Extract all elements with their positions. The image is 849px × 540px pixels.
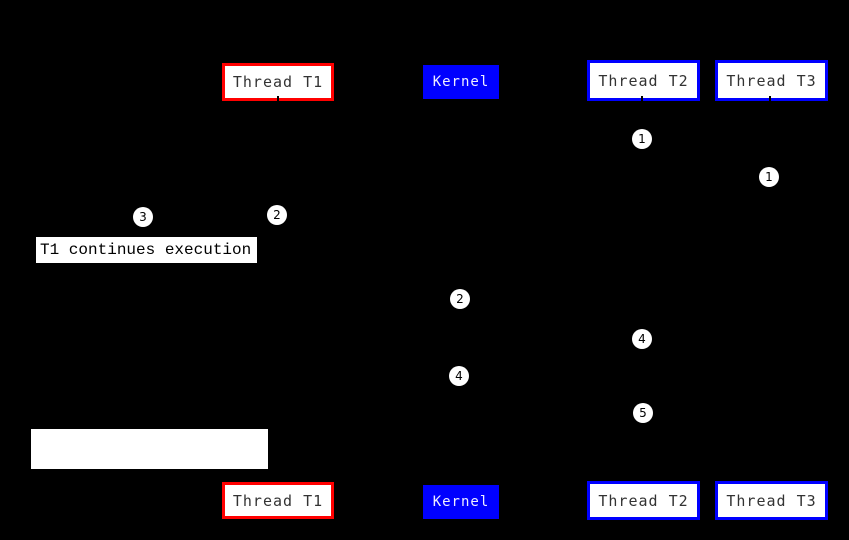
event-marker-4-kernel: 4 [449,366,469,386]
thread-t3-label-top: Thread T3 [726,71,817,90]
blank-label-box [31,429,268,469]
thread-t2-box-bottom: Thread T2 [587,481,700,520]
event-marker-3: 3 [133,207,153,227]
thread-t2-label-bottom: Thread T2 [598,491,689,510]
lifeline-notch-t2-top [641,96,643,104]
event-marker-label: 1 [765,170,773,184]
event-marker-4-t2: 4 [632,329,652,349]
event-marker-2-kernel: 2 [450,289,470,309]
lifeline-notch-t3-top [769,96,771,104]
thread-t3-box-bottom: Thread T3 [715,481,828,520]
kernel-label-bottom: Kernel [432,494,490,510]
event-marker-label: 2 [273,208,281,222]
thread-t3-box-top: Thread T3 [715,60,828,101]
t1-continues-annotation: T1 continues execution [36,237,257,263]
event-marker-label: 1 [638,132,646,146]
thread-t1-label-top: Thread T1 [232,73,324,91]
thread-t1-box-top: Thread T1 [222,63,334,101]
event-marker-1-t3: 1 [759,167,779,187]
kernel-box-top: Kernel [423,65,499,99]
lifeline-notch-t1-top [277,96,279,104]
kernel-label-top: Kernel [432,74,490,90]
thread-t1-label-bottom: Thread T1 [232,491,324,510]
t1-continues-annotation-text: T1 continues execution [40,241,252,259]
event-marker-5: 5 [633,403,653,423]
thread-t1-box-bottom: Thread T1 [222,482,334,519]
event-marker-label: 3 [139,210,147,224]
thread-t2-box-top: Thread T2 [587,60,700,101]
kernel-box-bottom: Kernel [423,485,499,519]
event-marker-label: 5 [639,406,647,420]
event-marker-label: 4 [455,369,463,383]
event-marker-1-t2: 1 [632,129,652,149]
thread-t2-label-top: Thread T2 [598,71,689,90]
thread-t3-label-bottom: Thread T3 [726,491,817,510]
event-marker-2-t1: 2 [267,205,287,225]
event-marker-label: 4 [638,332,646,346]
event-marker-label: 2 [456,292,464,306]
